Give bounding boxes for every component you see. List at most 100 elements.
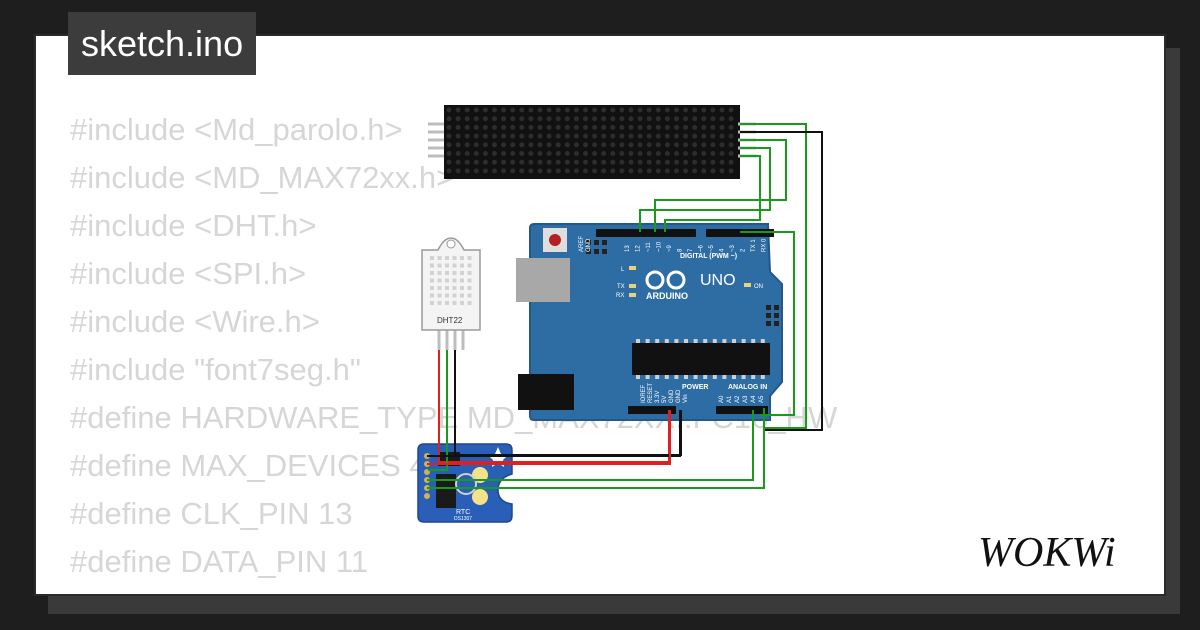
matrix-dot [710, 107, 716, 113]
chip-leg [703, 339, 708, 343]
vent-hole [445, 256, 449, 260]
pin-label: GND [669, 389, 675, 403]
matrix-dot [646, 159, 652, 165]
chip-leg [636, 375, 640, 379]
board-name: UNO [700, 272, 736, 289]
icsp-pin [774, 305, 779, 310]
icsp-pin [766, 305, 771, 310]
vent-hole [445, 293, 449, 298]
matrix-dot [664, 142, 670, 148]
matrix-dot [701, 124, 707, 130]
matrix-dot [501, 168, 507, 174]
matrix-dot [473, 116, 479, 122]
vent-hole [437, 256, 442, 260]
matrix-dot [664, 151, 670, 156]
matrix-dot [473, 124, 479, 130]
matrix-dot [482, 151, 488, 156]
matrix-dot [510, 159, 516, 165]
icsp-pin [774, 321, 779, 326]
matrix-dot [592, 168, 598, 174]
matrix-dot [546, 116, 552, 122]
pin-label: 3.3V [655, 391, 661, 403]
vent-hole [430, 263, 434, 268]
matrix-dot [473, 151, 479, 156]
vent-hole [452, 286, 457, 290]
matrix-dot [510, 142, 516, 148]
matrix-dot [619, 168, 625, 174]
vent-hole [460, 293, 464, 298]
vent-hole [460, 278, 464, 283]
power-header-label: POWER [682, 384, 708, 391]
pin-label: ~3 [730, 244, 736, 252]
matrix-dot [637, 168, 643, 174]
icsp-pin [602, 249, 607, 254]
matrix-dot [482, 107, 488, 113]
matrix-dot [464, 133, 470, 139]
chip-leg [722, 375, 727, 379]
matrix-dot [455, 159, 461, 165]
chip-leg [760, 375, 765, 379]
matrix-dot [482, 168, 488, 174]
dht22-sensor[interactable]: DHT22 [421, 237, 481, 350]
vent-hole [445, 278, 449, 283]
matrix-dot [628, 159, 634, 165]
matrix-dot [546, 142, 552, 148]
matrix-dot [610, 107, 616, 113]
analog-header [716, 406, 768, 414]
pin-label: 4 [720, 248, 726, 252]
matrix-dot [583, 124, 588, 130]
matrix-dot [555, 142, 561, 148]
vent-hole [430, 286, 434, 290]
vent-hole [452, 271, 457, 275]
matrix-dot [710, 142, 716, 148]
sketch-filename-tab[interactable]: sketch.ino [68, 12, 257, 75]
matrix-dot [473, 142, 479, 148]
matrix-dot [674, 116, 679, 122]
matrix-dot [446, 159, 452, 165]
matrix-dot [537, 142, 543, 148]
led-tx [629, 284, 636, 288]
matrix-dot [446, 107, 452, 113]
matrix-dot [528, 107, 534, 113]
pin-label: 5V [662, 396, 668, 403]
icsp-pin [594, 240, 599, 245]
chip-leg [655, 375, 660, 379]
matrix-dot [655, 116, 661, 122]
chip-leg [703, 375, 708, 379]
matrix-dot [728, 116, 734, 122]
matrix-dot [492, 151, 497, 156]
matrix-dot [592, 159, 598, 165]
matrix-dot [655, 168, 661, 174]
chip-leg [722, 339, 727, 343]
led-matrix[interactable] [428, 105, 756, 179]
matrix-dot [637, 116, 643, 122]
matrix-dot [701, 151, 707, 156]
matrix-dot [519, 159, 525, 165]
code-line: #define CLK_PIN 13 [70, 496, 353, 531]
matrix-dot [573, 168, 579, 174]
matrix-dot [728, 151, 734, 156]
led-on [744, 283, 751, 287]
matrix-dot [646, 133, 652, 139]
vent-hole [430, 256, 434, 260]
chip-leg [741, 339, 746, 343]
matrix-dot [555, 159, 561, 165]
vent-hole [437, 271, 442, 275]
chip-leg [645, 339, 650, 343]
pin-label: GND [676, 389, 682, 403]
matrix-dot [646, 107, 652, 113]
matrix-dot [546, 133, 552, 139]
wokwi-logo-text: WOKWi [978, 530, 1116, 576]
matrix-dot [537, 124, 543, 130]
vent-hole [437, 301, 442, 305]
matrix-dot [610, 124, 616, 130]
matrix-dot [473, 168, 479, 174]
matrix-dot [492, 142, 497, 148]
code-line: #include <Wire.h> [70, 304, 320, 339]
matrix-dot [601, 142, 607, 148]
vent-hole [430, 271, 434, 275]
reset-button-cap[interactable] [549, 234, 561, 246]
matrix-dot [501, 124, 507, 130]
matrix-dot [683, 124, 689, 130]
